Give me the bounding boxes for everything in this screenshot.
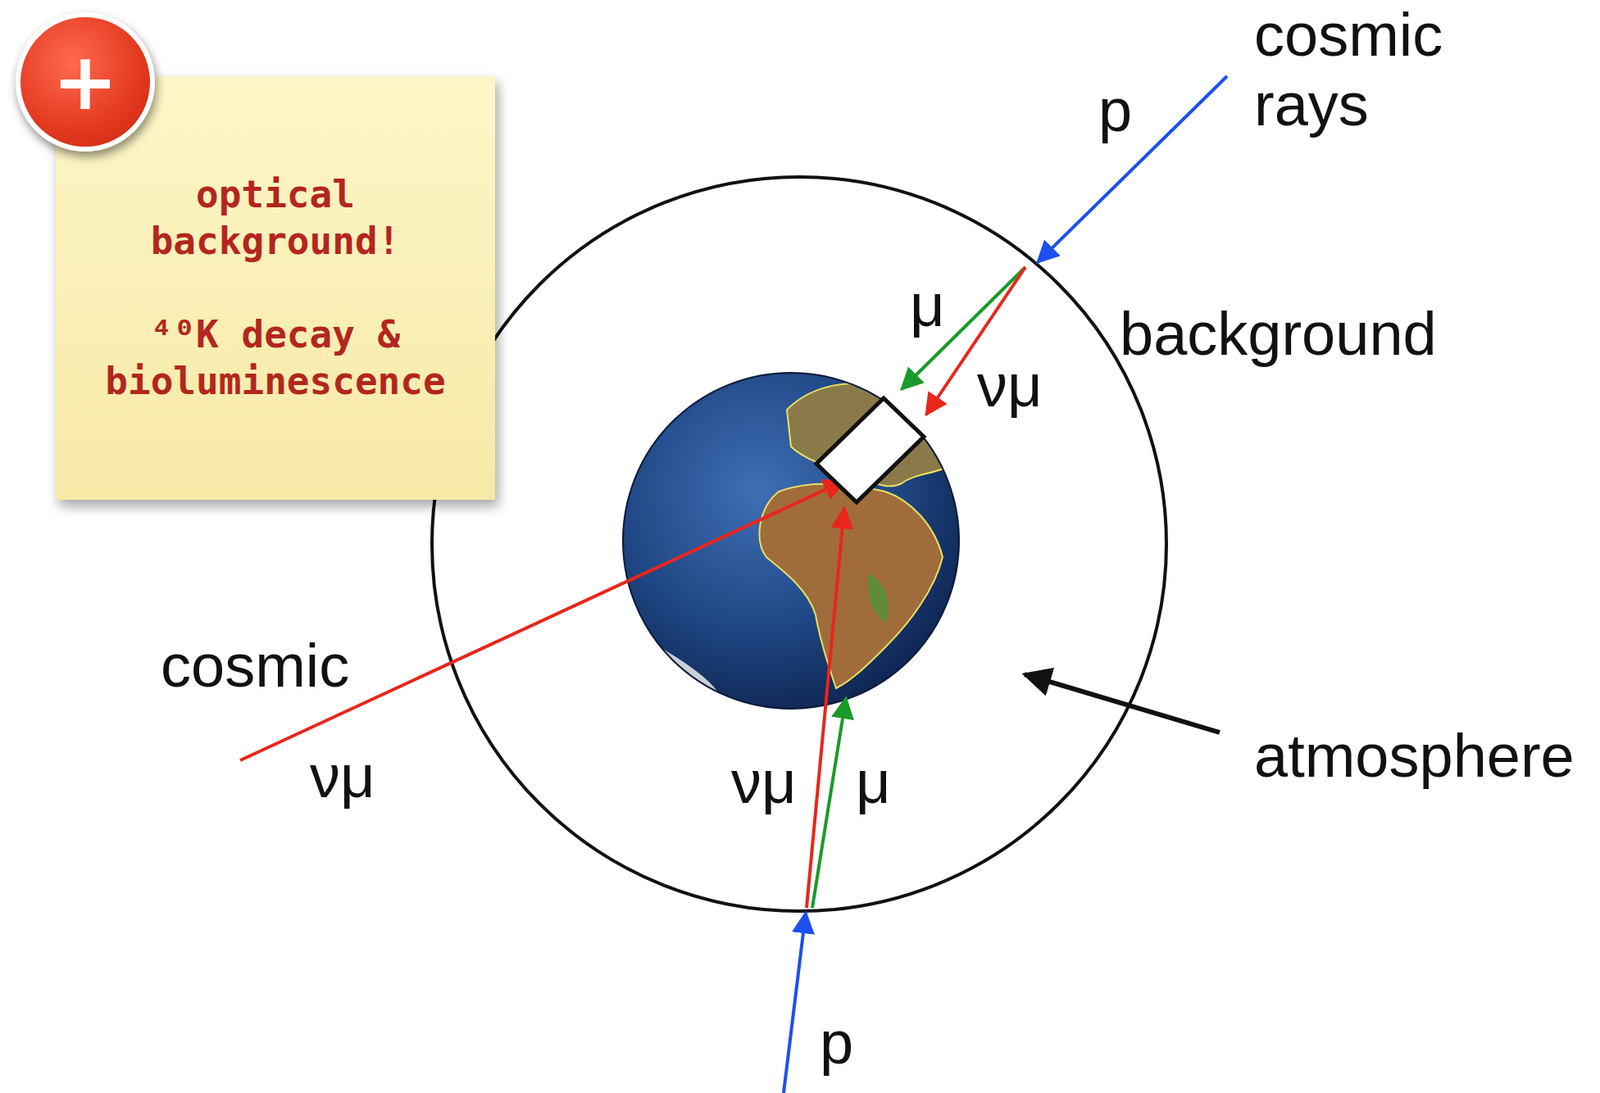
text-label: νμ <box>977 350 1043 421</box>
text-label: p <box>819 1008 854 1078</box>
node-text: + <box>52 42 119 122</box>
text-label: background <box>1119 299 1437 369</box>
neutrino-track <box>806 508 845 909</box>
text-label: p <box>1098 75 1132 146</box>
detector-box <box>816 398 924 503</box>
muon-track <box>812 698 846 909</box>
text-label: cosmic rays <box>1254 0 1468 140</box>
text-label: μ <box>909 270 946 341</box>
earth-globe <box>622 372 960 714</box>
text-label: atmosphere <box>1254 721 1575 791</box>
text-label: νμ <box>309 741 376 812</box>
plus-badge: + <box>15 12 155 152</box>
proton-track <box>1037 76 1228 263</box>
pointer-arrow <box>1024 674 1220 733</box>
text-label: νμ <box>731 747 797 818</box>
proton-track <box>783 913 806 1093</box>
neutrino-track <box>240 481 845 761</box>
text-label: cosmic <box>160 631 350 701</box>
text-label: μ <box>855 747 891 818</box>
node-text: optical background! <box>96 171 455 266</box>
atmosphere-circle <box>431 177 1167 912</box>
node-text: ⁴⁰K decay & bioluminescence <box>96 311 455 406</box>
